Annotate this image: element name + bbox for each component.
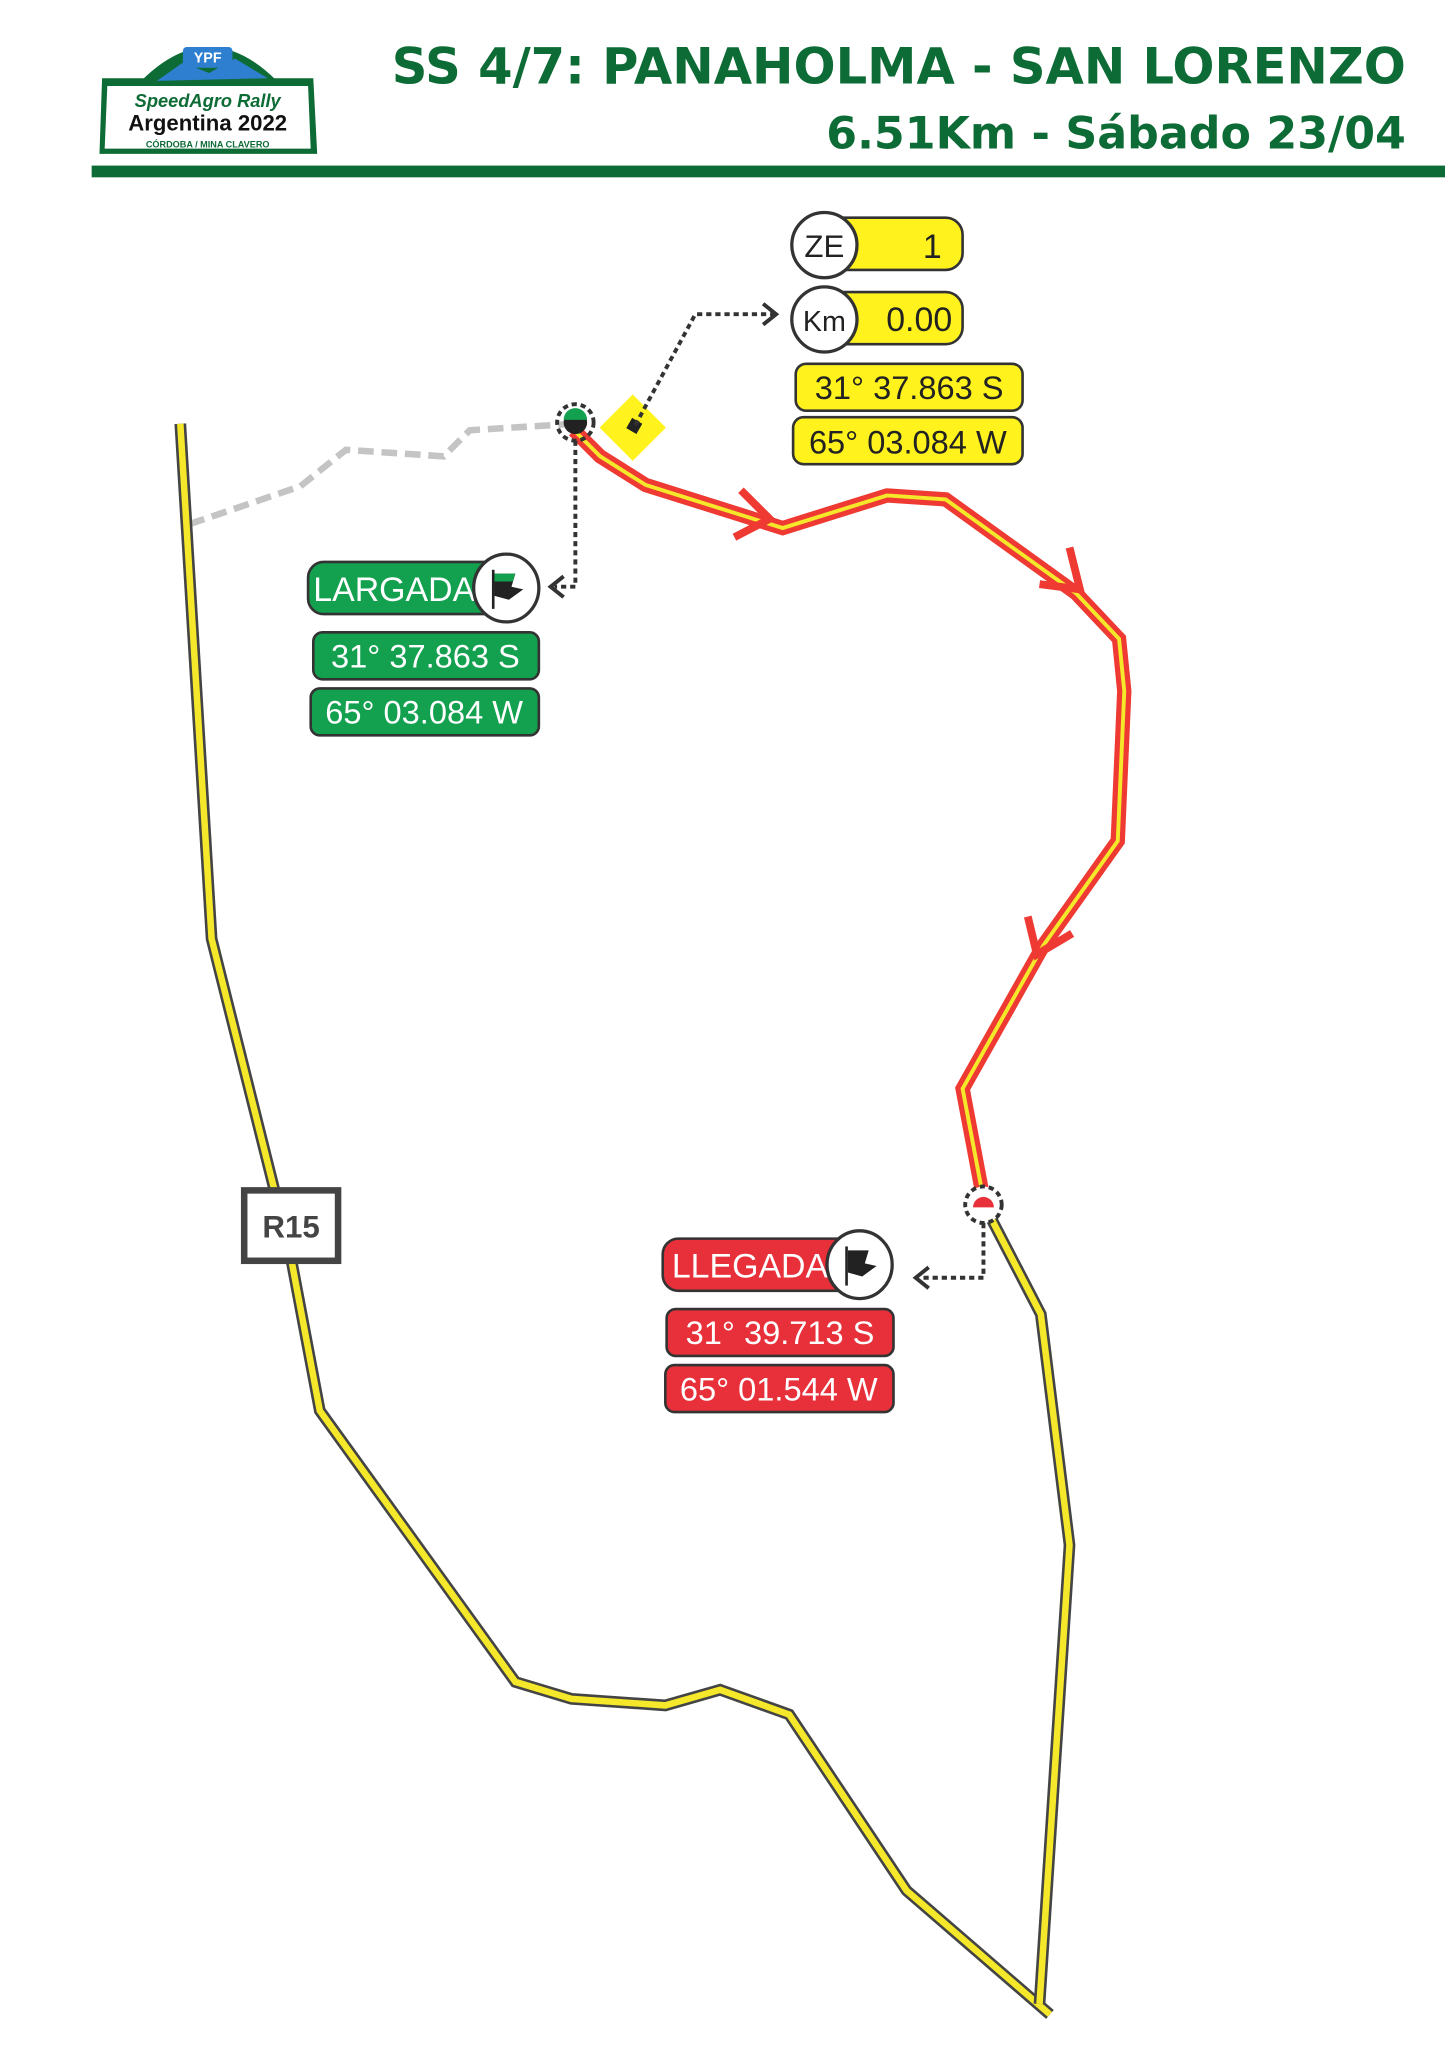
finish-latitude: 31° 39.713 S [686, 1314, 875, 1351]
stage-subtitle: 6.51Km - Sábado 23/04 [826, 109, 1406, 160]
direction-arrow [732, 487, 777, 541]
header-divider [91, 165, 1446, 178]
finish-flag-icon [845, 1246, 877, 1286]
finish-longitude: 65° 01.544 W [680, 1370, 878, 1407]
road-r15 [174, 423, 1054, 2019]
finish-marker [963, 1184, 1004, 1225]
ze-value: 1 [923, 228, 942, 266]
km-label: Km [803, 306, 846, 338]
logo-badge: YPF [194, 51, 222, 67]
road-east [979, 1203, 1076, 2005]
logo-line3: CÓRDOBA / MINA CLAVERO [146, 138, 270, 149]
start-flag-icon [491, 569, 524, 609]
start-info: LARGADA 31° 37.863 S 65° 03.084 W [306, 552, 541, 737]
zone-longitude: 65° 03.084 W [809, 424, 1007, 461]
finish-info: LLEGADA 31° 39.713 S 65° 01.544 W [661, 1229, 895, 1414]
start-longitude: 65° 03.084 W [325, 694, 523, 731]
finish-label: LLEGADA [672, 1248, 829, 1286]
road-sign-r15: R15 [240, 1187, 342, 1265]
road-sign-label: R15 [262, 1209, 319, 1244]
km-value: 0.00 [886, 301, 952, 339]
zone-info: ZE 1 Km 0.00 31° 37.863 S 65° 03.084 W [790, 210, 1024, 466]
zone-pointer [633, 312, 777, 426]
zone-latitude: 31° 37.863 S [815, 369, 1004, 406]
direction-arrow [1023, 915, 1075, 961]
zone-sign-icon [599, 394, 666, 461]
logo-line2: Argentina 2022 [128, 110, 287, 135]
stage-title: SS 4/7: PANAHOLMA - SAN LORENZO [392, 37, 1406, 95]
start-latitude: 31° 37.863 S [331, 638, 520, 675]
rally-logo: YPF SpeedAgro Rally Argentina 2022 CÓRDO… [99, 46, 318, 154]
logo-line1: SpeedAgro Rally [135, 90, 282, 111]
direction-arrow [1039, 546, 1086, 594]
access-track [188, 420, 575, 528]
start-label: LARGADA [313, 571, 475, 609]
stage-route [568, 425, 1132, 1208]
ze-label: ZE [804, 229, 844, 264]
